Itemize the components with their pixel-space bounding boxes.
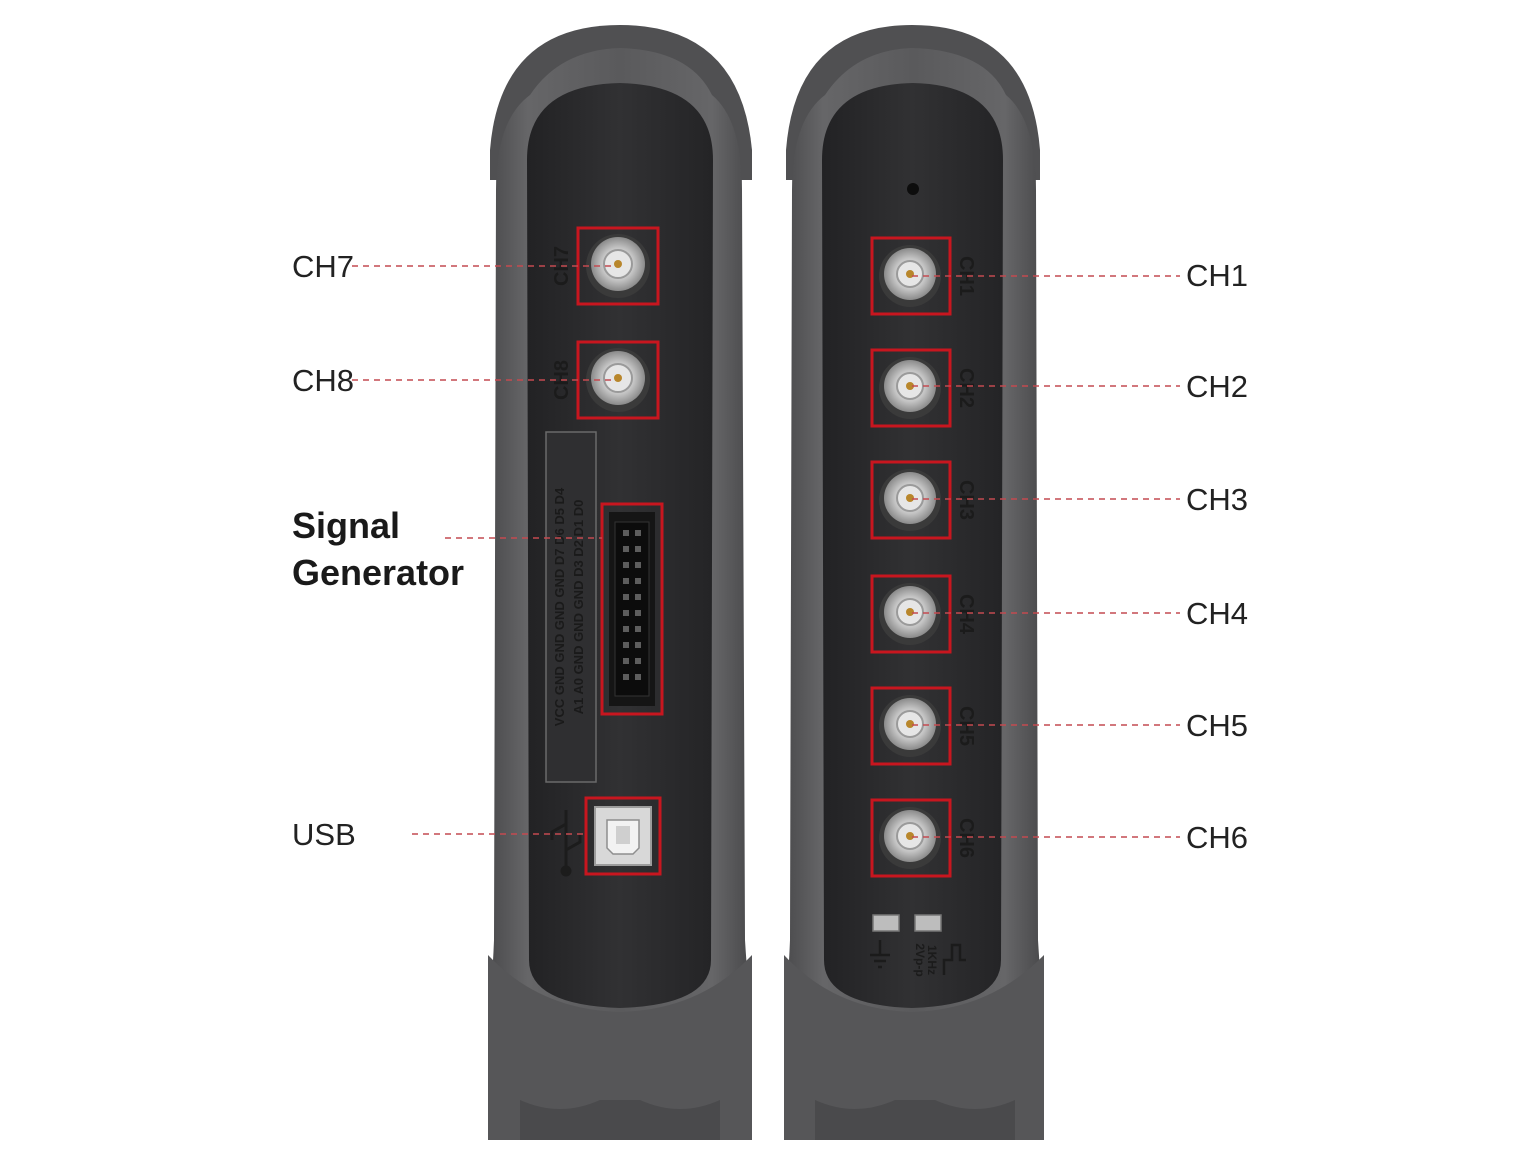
header-pin (635, 530, 641, 536)
signal-generator-port[interactable] (600, 502, 664, 716)
bnc-connector-ch8[interactable] (576, 340, 660, 420)
header-pin (623, 658, 629, 664)
right-panel (822, 83, 1003, 1008)
callout-ch7: CH7 (292, 249, 355, 284)
usb-port[interactable] (584, 796, 662, 876)
callout-ch6: CH6 (1186, 820, 1249, 855)
callout-usb: USB (292, 817, 356, 852)
bnc-connector-ch6[interactable] (870, 798, 952, 878)
header-pin (635, 626, 641, 632)
callout-signal-generator-line-2: Generator (292, 551, 465, 593)
header-pin (623, 546, 629, 552)
right-foot (784, 955, 1044, 1140)
header-pin (623, 626, 629, 632)
callout-ch8: CH8 (292, 363, 355, 398)
probe-comp-amplitude: 2Vp-p (913, 943, 927, 976)
header-pin (623, 530, 629, 536)
square-wave-icon (942, 943, 966, 975)
ground-icon (870, 940, 890, 969)
panel-label-ch4: CH4 (955, 594, 977, 635)
callout-ch1: CH1 (1186, 258, 1249, 293)
header-pin (623, 674, 629, 680)
left-foot (488, 955, 752, 1140)
header-pin (623, 594, 629, 600)
bnc-connector-ch7[interactable] (576, 226, 660, 306)
callout-ch3: CH3 (1186, 482, 1249, 517)
header-pin (635, 610, 641, 616)
leader-lines (352, 265, 1180, 838)
header-pin (635, 594, 641, 600)
status-led-hole (907, 183, 919, 195)
usb-icon (550, 810, 582, 877)
bnc-connector-ch4[interactable] (870, 574, 952, 654)
header-pin (623, 562, 629, 568)
callout-ch4: CH4 (1186, 596, 1249, 631)
bnc-connector-ch2[interactable] (870, 348, 952, 428)
header-pin (635, 562, 641, 568)
callout-ch5: CH5 (1186, 708, 1249, 743)
header-pin (623, 578, 629, 584)
header-pin (635, 658, 641, 664)
bnc-connector-ch5[interactable] (870, 686, 952, 766)
callout-ch2: CH2 (1186, 369, 1249, 404)
callout-signal-generator: Signal Generator (292, 503, 464, 597)
header-pin (623, 610, 629, 616)
probe-comp-freq: 1KHz (925, 945, 939, 975)
panel-label-ch3: CH3 (955, 480, 977, 520)
header-pin (635, 546, 641, 552)
left-device: CH7 CH8 VCC GND GND GND GND D7 D6 D5 D4 … (488, 25, 752, 1140)
pin-header-line-2: A1 A0 GND GND GND D3 D2 D1 D0 (571, 500, 586, 715)
panel-label-ch1: CH1 (955, 256, 977, 296)
bnc-connector-ch3[interactable] (870, 460, 952, 540)
pin-header-line-1: VCC GND GND GND GND D7 D6 D5 D4 (552, 487, 567, 726)
panel-label-ch2: CH2 (955, 368, 977, 408)
header-pin (635, 578, 641, 584)
pin-label-plate (545, 431, 597, 783)
callout-signal-generator-line-1: Signal (292, 505, 401, 546)
probe-signal-terminal[interactable] (914, 914, 942, 932)
probe-ground-terminal[interactable] (872, 914, 900, 932)
header-pin (623, 642, 629, 648)
header-pin (635, 674, 641, 680)
header-pin (635, 642, 641, 648)
panel-label-ch5: CH5 (955, 706, 977, 746)
bnc-connector-ch1[interactable] (870, 236, 952, 316)
panel-label-ch6: CH6 (955, 818, 977, 858)
